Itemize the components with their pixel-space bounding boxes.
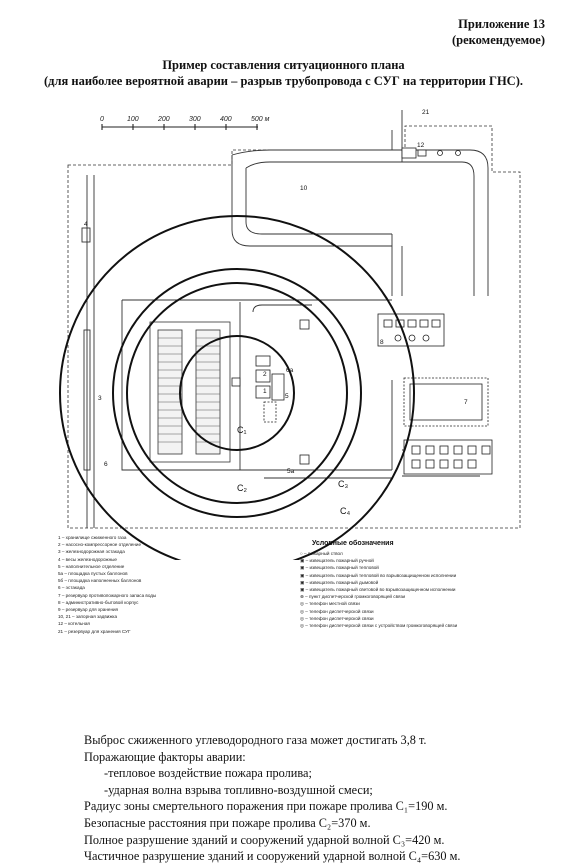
- legend-row: 8 – административно-бытовой корпус: [58, 599, 139, 605]
- label-obj-4: 4: [84, 221, 88, 228]
- label-obj-5: 5: [285, 393, 289, 400]
- summary-factors-heading: Поражающие факторы аварии:: [84, 749, 246, 764]
- legend-symbols: ○ – пожарный ствол ▣ – извещатель пожарн…: [300, 550, 457, 629]
- appendix-number: Приложение 13: [458, 17, 545, 31]
- legend-symbol-row: ▣ – извещатель пожарный дымовой: [300, 579, 379, 585]
- legend-symbol-row: ▣ – извещатель пожарный тепловой: [300, 565, 379, 571]
- heat-detector-icon: ▣: [300, 565, 305, 571]
- legend-symbol-row: ◎ – телефон диспетчерской связи: [300, 608, 374, 614]
- zone-c2: [126, 282, 348, 504]
- legend-symbol-row: ▣ – извещатель пожарный световой во взры…: [300, 587, 456, 593]
- legend-row: 5а – площадка пустых баллонов: [58, 571, 128, 577]
- label-c4: C₄: [340, 506, 350, 516]
- legend-row: 3 – железнодорожная эстакада: [58, 549, 125, 555]
- legend-row: 21 – резервуар для хранения СУГ: [58, 628, 131, 634]
- legend-symbol-row: ◎ – телефон местной связи: [300, 601, 360, 607]
- legend-row: 4 – весы железнодорожные: [58, 556, 117, 562]
- legend-title: Условные обозначения: [312, 540, 394, 547]
- pump-station: [231, 319, 310, 465]
- railway: [81, 175, 95, 528]
- water-tank: [403, 377, 489, 427]
- dispatch-phone-icon: ◎: [300, 608, 305, 614]
- legend-symbol-row: ▣ – извещатель пожарный тепловой во взры…: [300, 572, 457, 578]
- label-obj-6a: 6а: [286, 367, 294, 374]
- legend-row: 1 – хранилище сжиженного газа: [58, 535, 127, 540]
- scale-tick-400: 400: [220, 116, 232, 123]
- smoke-detector-icon: ▣: [300, 579, 305, 585]
- scale-tick-200: 200: [157, 116, 170, 123]
- summary-c2: Безопасные расстояния при пожаре пролива…: [84, 815, 371, 830]
- legend-row: 5 – наполнительное отделение: [58, 563, 125, 569]
- heat-detector-ex-icon: ▣: [300, 572, 305, 578]
- boiler-house: [401, 147, 461, 159]
- storage-area: [149, 321, 231, 463]
- admin-building: [377, 313, 445, 347]
- legend-symbol-row: ◎ – телефон диспетчерской связи с устрой…: [300, 623, 458, 629]
- scale-bar: [101, 124, 258, 130]
- summary-factor-blast: -ударная волна взрыва топливно-воздушной…: [104, 782, 373, 797]
- legend-row: 5б – площадка наполненных баллонов: [58, 578, 142, 584]
- legend-row: 10, 21 – запорная задвижка: [58, 614, 118, 620]
- label-obj-10: 10: [300, 185, 308, 192]
- label-obj-3: 3: [98, 395, 102, 402]
- scale-tick-0: 0: [100, 116, 104, 123]
- summary-factor-fire: -тепловое воздействие пожара пролива;: [104, 766, 312, 781]
- label-c3: C₃: [338, 479, 348, 489]
- legend-row: 6 – эстакада: [58, 585, 85, 591]
- legend-symbol-row: ○ – пожарный ствол: [300, 551, 343, 556]
- site-boundary: [67, 125, 521, 529]
- scale-tick-500: 500 м: [251, 116, 270, 123]
- service-block: [403, 439, 493, 475]
- title-line-2: (для наиболее вероятной аварии – разрыв …: [43, 74, 523, 88]
- light-detector-icon: ▣: [300, 587, 305, 593]
- summary-c1: Радиус зоны смертельного поражения при п…: [84, 799, 448, 814]
- page-title: Пример составления ситуационного плана (…: [0, 57, 567, 89]
- label-c1: C₁: [237, 425, 247, 435]
- scale-tick-300: 300: [189, 116, 201, 123]
- legend-row: 12 – котельная: [58, 621, 90, 627]
- label-c2: C₂: [237, 483, 247, 493]
- zone-c3: [112, 268, 362, 518]
- dispatch-phone-icon: ◎: [300, 615, 305, 621]
- summary-text: Выброс сжиженного углеводородного газа м…: [84, 732, 554, 865]
- scale-tick-100: 100: [127, 116, 139, 123]
- zone-c4: [59, 215, 415, 560]
- label-obj-12: 12: [417, 142, 425, 149]
- hydrant-icon: ○: [300, 551, 303, 556]
- label-obj-2: 2: [263, 371, 267, 378]
- appendix-label: Приложение 13 (рекомендуемое): [452, 16, 545, 48]
- legend-symbol-row: ◎ – телефон диспетчерской связи: [300, 615, 374, 621]
- title-line-1: Пример составления ситуационного плана: [162, 58, 405, 72]
- legend-row: 9 – резервуар для хранения: [58, 607, 119, 613]
- legend-row: 2 – насосно-компрессорное отделение: [58, 542, 142, 548]
- legend-symbol-row: ▣ – извещатель пожарный ручной: [300, 558, 374, 564]
- hazard-zones: [59, 215, 415, 560]
- label-obj-5a: 5а: [287, 468, 295, 475]
- label-obj-7: 7: [464, 399, 468, 406]
- legend-symbol-row: ⊗ – пункт диспетчерской громкоговорящей …: [300, 594, 406, 600]
- appendix-status: (рекомендуемое): [451, 33, 545, 47]
- legend-row: 7 – резервуар противопожарного запаса во…: [58, 592, 157, 598]
- legend-objects: 1 – хранилище сжиженного газа 2 – насосн…: [58, 534, 156, 635]
- situation-plan: 0 100 200 300 400 500 м: [59, 109, 521, 560]
- loudspeaker-point-icon: ⊗: [300, 594, 304, 600]
- manual-detector-icon: ▣: [300, 558, 305, 564]
- label-obj-1: 1: [263, 388, 267, 395]
- label-obj-6: 6: [104, 461, 108, 468]
- label-obj-21: 21: [422, 109, 430, 116]
- local-phone-icon: ◎: [300, 601, 305, 607]
- zone-c1: [179, 335, 295, 451]
- summary-c4: Частичное разрушение зданий и сооружений…: [84, 849, 461, 864]
- summary-c3: Полное разрушение зданий и сооружений уд…: [84, 832, 445, 847]
- summary-release: Выброс сжиженного углеводородного газа м…: [84, 733, 427, 747]
- dispatch-phone-speaker-icon: ◎: [300, 623, 305, 629]
- label-obj-8: 8: [380, 339, 384, 346]
